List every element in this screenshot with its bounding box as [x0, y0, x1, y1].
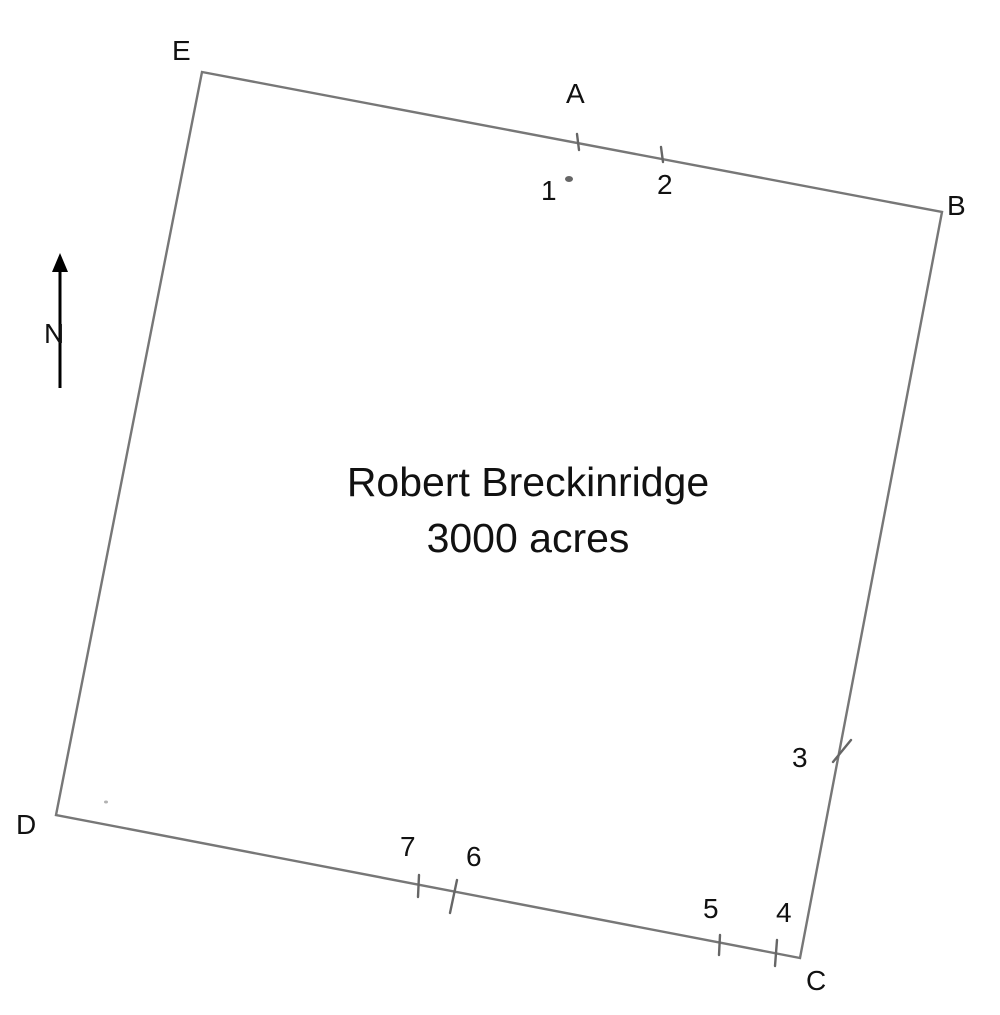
tick-3: [831, 738, 853, 764]
tick-5: [717, 933, 722, 957]
corner-A-label: A: [566, 78, 585, 109]
tick-7: [416, 873, 421, 899]
stray-mark: [104, 800, 108, 804]
tick-4: [773, 938, 779, 968]
corner-E-label: E: [172, 35, 191, 66]
corner-B-label: B: [947, 190, 966, 221]
point-5-label: 5: [703, 893, 719, 924]
north-arrow: N: [44, 253, 68, 388]
tract-area: 3000 acres: [427, 515, 630, 561]
point-4-label: 4: [776, 897, 792, 928]
corner-D-label: D: [16, 809, 36, 840]
tick-2: [659, 145, 665, 164]
point-1-label: 1: [541, 175, 557, 206]
tick-6: [448, 878, 459, 915]
point-2-label: 2: [657, 169, 673, 200]
north-arrow-label: N: [44, 318, 64, 349]
tick-A: [575, 132, 581, 152]
point-6-label: 6: [466, 841, 482, 872]
point-3-label: 3: [792, 742, 808, 773]
tract-owner: Robert Breckinridge: [347, 459, 709, 505]
tract-boundary: [54, 70, 944, 960]
point-7-label: 7: [400, 831, 416, 862]
corner-C-label: C: [806, 965, 826, 996]
north-arrow-head-icon: [52, 253, 68, 272]
point-1-mark: [565, 176, 573, 182]
